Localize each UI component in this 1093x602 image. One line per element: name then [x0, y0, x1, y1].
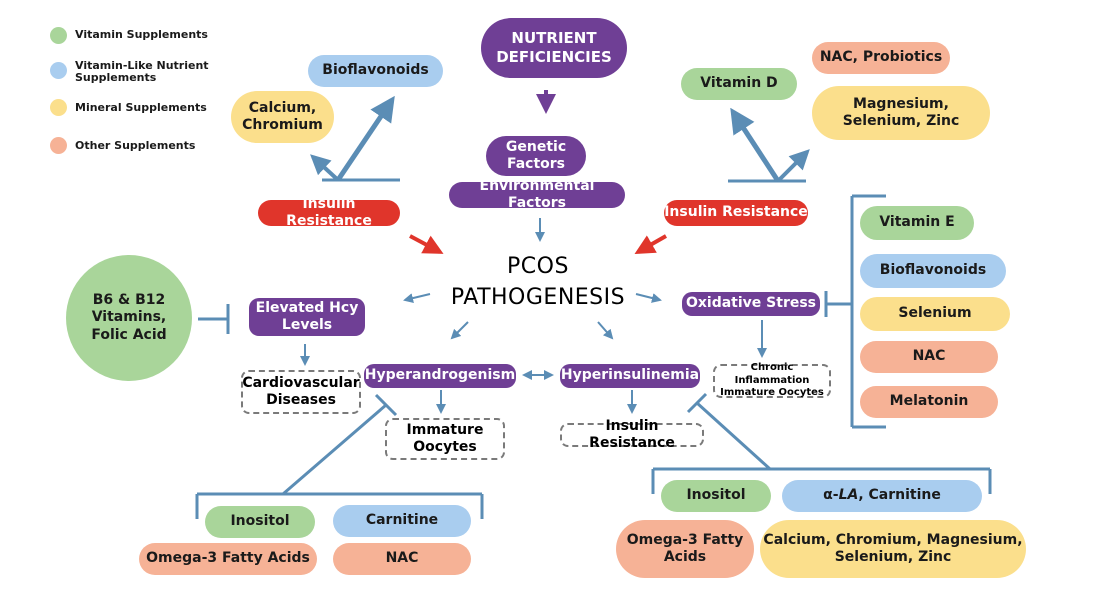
bottom-left-carnitine: Carnitine	[333, 505, 471, 537]
legend-swatch-mineral	[50, 99, 67, 116]
alpha-la-italic: LA	[838, 487, 859, 504]
bioflavonoids-top-left: Bioflavonoids	[308, 55, 443, 87]
center-to-oxidative-arrow	[635, 293, 662, 303]
legend-swatch-vitamin	[50, 27, 67, 44]
bracket-selenium: Selenium	[860, 297, 1010, 331]
genetic-factors-node: Genetic Factors	[486, 136, 586, 176]
bracket-melatonin: Melatonin	[860, 386, 998, 418]
legend-label-other: Other Supplements	[75, 139, 196, 152]
insulin-resistance-bottom-node: Insulin Resistance	[560, 418, 704, 451]
immature-oocytes-node: Immature Oocytes	[385, 418, 505, 460]
bl-inhibit-line	[282, 403, 387, 496]
bracket-nac: NAC	[860, 341, 998, 373]
bottom-left-inositol: Inositol	[205, 506, 315, 538]
chronic-inflammation-node: Chronic Inflammation Immature Oocytes	[713, 362, 831, 398]
bracket-bioflavonoids: Bioflavonoids	[860, 254, 1006, 288]
bottom-right-minerals: Calcium, Chromium, Magnesium, Selenium, …	[760, 520, 1026, 578]
center-to-hyperandrogenism-arrow	[450, 321, 469, 340]
calcium-chromium-node: Calcium, Chromium	[231, 91, 334, 143]
nac-probiotics-node: NAC, Probiotics	[812, 42, 950, 74]
elevated-hcy-node: Elevated Hcy Levels	[249, 298, 365, 336]
bottom-left-nac: NAC	[333, 543, 471, 575]
tl-arrow-large	[335, 95, 395, 182]
br-inhibit-bar	[686, 392, 708, 414]
legend-label-mineral: Mineral Supplements	[75, 101, 207, 114]
bl-inhibit-bar	[374, 393, 398, 417]
br-inhibit-line	[695, 401, 772, 471]
legend-swatch-other	[50, 137, 67, 154]
b-vitamins-folic-acid-node: B6 & B12 Vitamins, Folic Acid	[66, 255, 192, 381]
magnesium-selenium-zinc-node: Magnesium, Selenium, Zinc	[812, 86, 990, 140]
environmental-factors-node: Environmental Factors	[449, 178, 625, 211]
bottom-right-alpha-la-carnitine: α-LA, Carnitine	[782, 480, 982, 512]
tl-arrow-small	[310, 154, 340, 182]
bottom-right-inositol: Inositol	[661, 480, 771, 512]
nutrient-deficiencies-node: NUTRIENT DEFICIENCIES	[481, 18, 627, 78]
legend-swatch-vitamin-like	[50, 62, 67, 79]
oxidative-stress-node: Oxidative Stress	[682, 292, 820, 316]
tr-arrow-small	[776, 149, 810, 183]
hyperinsulinemia-node: Hyperinsulinemia	[560, 364, 700, 388]
pcos-pathogenesis-title: PCOS PATHOGENESIS	[450, 254, 626, 310]
insulin-resistance-left: Insulin Resistance	[258, 196, 400, 229]
hyperandrogenism-node: Hyperandrogenism	[364, 364, 516, 388]
bracket-vitamin-e: Vitamin E	[860, 206, 974, 240]
vitamin-d-node: Vitamin D	[681, 68, 797, 100]
insulin-resistance-right: Insulin Resistance	[664, 200, 808, 226]
legend-label-vitamin-like: Vitamin-Like Nutrient Supplements	[75, 59, 209, 84]
alpha-suffix: , Carnitine	[858, 487, 941, 504]
alpha-prefix: α-	[823, 487, 839, 504]
bottom-right-omega3: Omega-3 Fatty Acids	[616, 520, 754, 578]
cardiovascular-diseases-node: Cardiovascular Diseases	[241, 370, 361, 414]
right-ir-to-center-arrow	[634, 234, 667, 254]
legend-label-vitamin: Vitamin Supplements	[75, 28, 208, 41]
left-ir-to-center-arrow	[409, 234, 444, 254]
center-to-hcy-arrow	[403, 293, 431, 303]
tr-arrow-large	[730, 107, 781, 183]
center-to-hyperinsulinemia-arrow	[597, 321, 614, 340]
bottom-left-omega3: Omega-3 Fatty Acids	[139, 543, 317, 575]
